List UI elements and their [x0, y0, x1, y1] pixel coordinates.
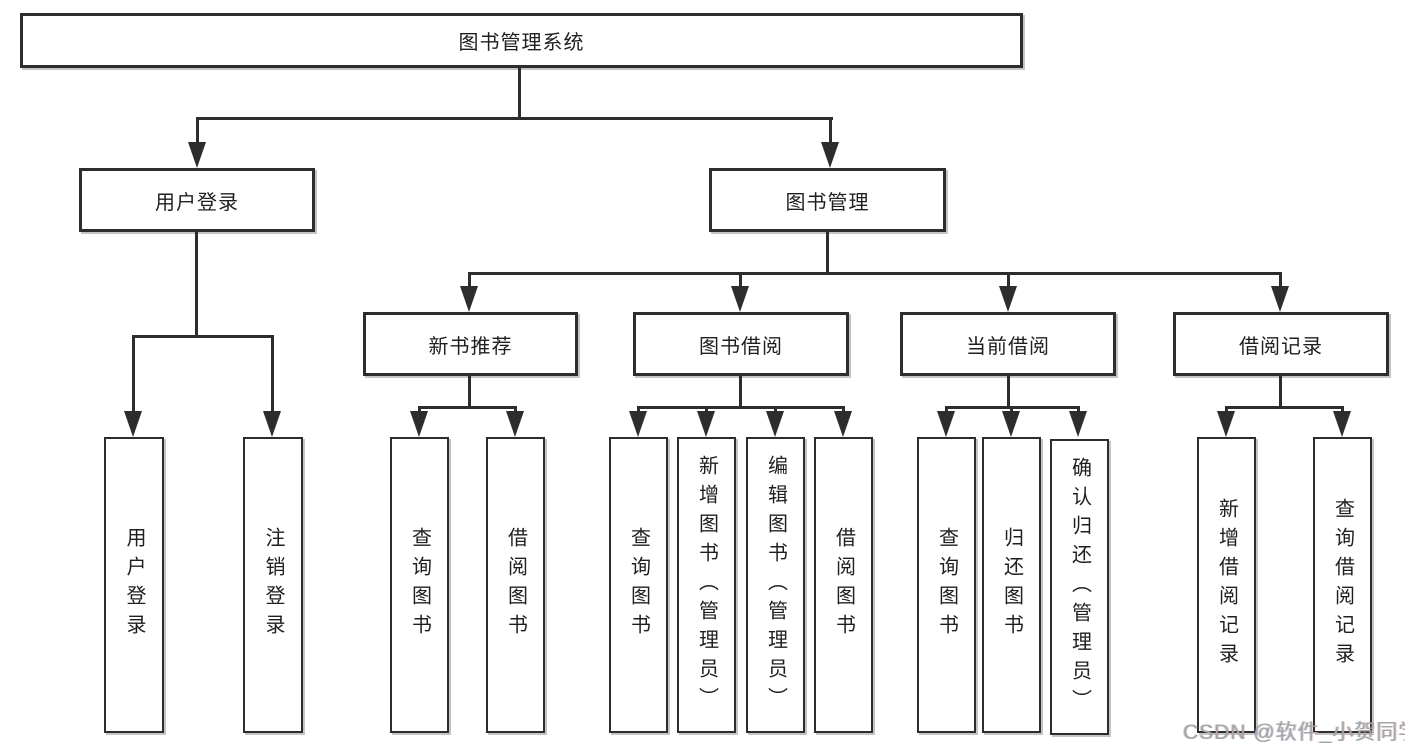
connector-borrowing-stub: [739, 376, 742, 406]
connector-root-bar: [196, 117, 833, 120]
connector-newbook-stub: [468, 376, 471, 406]
leaf-label: 新增借阅记录: [1215, 498, 1238, 672]
node-user-login-branch: 用户登录: [79, 168, 315, 232]
arrow-down-icon: [1002, 411, 1020, 437]
leaf-add-borrow-record: 新增借阅记录: [1197, 437, 1256, 733]
connector-drop-user: [196, 117, 199, 145]
arrow-down-icon: [263, 411, 281, 437]
arrow-down-icon: [821, 142, 839, 168]
node-book-borrowing-label: 图书借阅: [699, 335, 783, 358]
connector-drop: [418, 406, 421, 414]
connector-drop: [1077, 406, 1080, 414]
connector-drop-borrowing: [739, 272, 742, 288]
leaf-label: 确认归还（管理员）: [1068, 456, 1091, 718]
leaf-return-book: 归还图书: [982, 437, 1041, 733]
csdn-watermark: CSDN @软件_小贺同学: [1183, 721, 1405, 744]
arrow-down-icon: [188, 142, 206, 168]
leaf-label: 查询图书: [935, 527, 958, 643]
leaf-newbook-query-books: 查询图书: [390, 437, 449, 733]
arrow-down-icon: [697, 411, 715, 437]
node-user-login-branch-label: 用户登录: [155, 191, 239, 214]
connector-drop-login: [132, 335, 135, 411]
leaf-label: 查询图书: [408, 527, 431, 643]
node-borrowing-records-label: 借阅记录: [1239, 335, 1323, 358]
leaf-label: 借阅图书: [504, 527, 527, 643]
connector-drop: [514, 406, 517, 414]
connector-book-bar: [468, 272, 1282, 275]
connector-drop-records: [1279, 272, 1282, 288]
node-current-borrowing-label: 当前借阅: [966, 335, 1050, 358]
arrow-down-icon: [124, 411, 142, 437]
node-book-management-label: 图书管理: [785, 191, 870, 214]
leaf-label: 借阅图书: [832, 527, 855, 643]
connector-drop: [1010, 406, 1013, 414]
connector-user-stub: [195, 232, 198, 335]
connector-book-stub: [826, 232, 829, 272]
node-new-book-recommend-label: 新书推荐: [428, 335, 513, 358]
connector-drop: [1341, 406, 1344, 414]
connector-user-bar: [132, 335, 273, 338]
connector-borrowing-bar: [637, 406, 845, 409]
arrow-down-icon: [1217, 411, 1235, 437]
arrow-down-icon: [999, 286, 1017, 312]
leaf-label: 编辑图书（管理员）: [764, 454, 787, 716]
arrow-down-icon: [1069, 411, 1087, 437]
connector-drop-current: [1007, 272, 1010, 288]
connector-root-stub: [518, 68, 521, 117]
connector-drop: [637, 406, 640, 414]
leaf-current-query-books: 查询图书: [917, 437, 976, 733]
connector-records-bar: [1225, 406, 1344, 409]
leaf-logout: 注销登录: [243, 437, 303, 733]
arrow-down-icon: [1271, 286, 1289, 312]
leaf-add-book-admin: 新增图书（管理员）: [677, 437, 736, 733]
leaf-logout-label: 注销登录: [262, 527, 284, 643]
connector-drop-newbook: [468, 272, 471, 288]
leaf-label: 查询借阅记录: [1331, 498, 1354, 672]
leaf-borrowing-query-books: 查询图书: [609, 437, 668, 733]
arrow-down-icon: [629, 411, 647, 437]
node-borrowing-records: 借阅记录: [1173, 312, 1389, 376]
connector-drop: [842, 406, 845, 414]
leaf-label: 归还图书: [1000, 527, 1023, 643]
arrow-down-icon: [731, 286, 749, 312]
arrow-down-icon: [766, 411, 784, 437]
node-new-book-recommend: 新书推荐: [363, 312, 578, 376]
connector-drop-book: [829, 117, 832, 145]
node-library-system: 图书管理系统: [20, 13, 1023, 68]
connector-current-stub: [1007, 376, 1010, 406]
leaf-edit-book-admin: 编辑图书（管理员）: [746, 437, 805, 733]
arrow-down-icon: [460, 286, 478, 312]
leaf-label: 新增图书（管理员）: [695, 454, 718, 716]
leaf-query-borrow-record: 查询借阅记录: [1313, 437, 1372, 733]
node-current-borrowing: 当前借阅: [900, 312, 1116, 376]
leaf-label: 查询图书: [627, 527, 650, 643]
connector-drop: [774, 406, 777, 414]
leaf-borrowing-borrow-books: 借阅图书: [814, 437, 873, 733]
leaf-confirm-return-admin: 确认归还（管理员）: [1050, 439, 1109, 735]
connector-drop: [1225, 406, 1228, 414]
leaf-newbook-borrow-books: 借阅图书: [486, 437, 545, 733]
arrow-down-icon: [834, 411, 852, 437]
connector-drop: [705, 406, 708, 414]
leaf-user-login: 用户登录: [104, 437, 164, 733]
node-book-borrowing: 图书借阅: [633, 312, 849, 376]
arrow-down-icon: [937, 411, 955, 437]
arrow-down-icon: [410, 411, 428, 437]
connector-drop-logout: [271, 335, 274, 411]
connector-records-stub: [1279, 376, 1282, 406]
node-library-system-label: 图书管理系统: [458, 32, 585, 54]
arrow-down-icon: [1333, 411, 1351, 437]
arrow-down-icon: [506, 411, 524, 437]
leaf-user-login-label: 用户登录: [123, 527, 145, 643]
connector-drop: [945, 406, 948, 414]
connector-newbook-bar: [418, 406, 517, 409]
node-book-management: 图书管理: [709, 168, 946, 232]
